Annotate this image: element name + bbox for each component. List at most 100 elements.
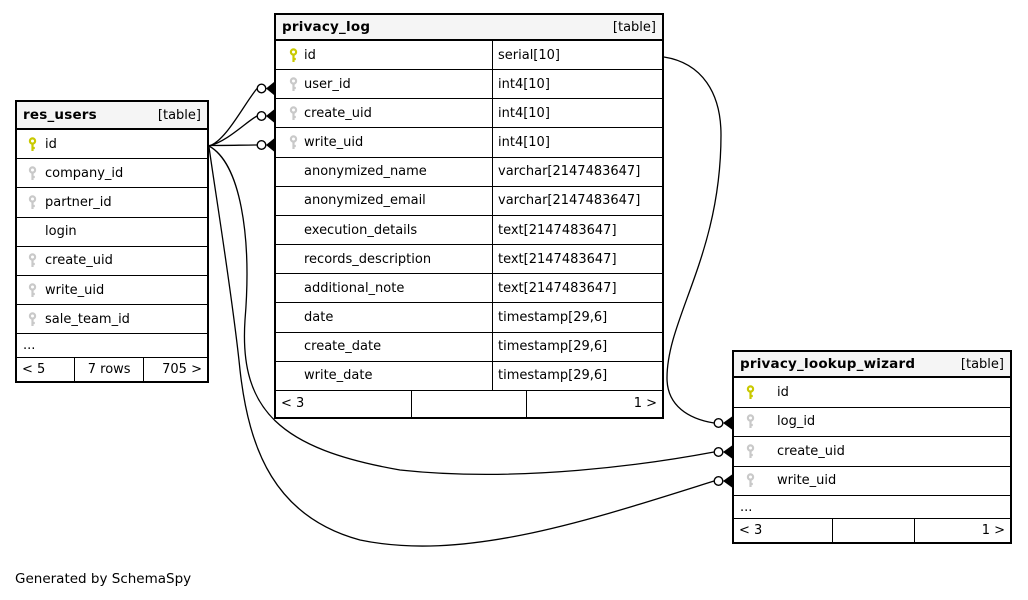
footer-middle bbox=[411, 390, 527, 417]
column-type: int4[10] bbox=[492, 128, 662, 157]
column-row: id bbox=[17, 130, 207, 160]
column-name: anonymized_name bbox=[304, 164, 427, 180]
column-name: create_uid bbox=[45, 253, 113, 269]
foreign-key-icon bbox=[289, 106, 298, 120]
crow-foot-icon bbox=[266, 82, 274, 95]
foreign-key-icon bbox=[28, 312, 37, 326]
footer-left: < 5 bbox=[22, 362, 46, 378]
key-cell bbox=[734, 467, 777, 496]
column-name: execution_details bbox=[304, 222, 418, 238]
column-type: text[2147483647] bbox=[492, 215, 662, 245]
column-name: date bbox=[304, 309, 334, 325]
foreign-key-icon bbox=[28, 195, 37, 209]
primary-key-icon bbox=[289, 47, 298, 62]
zero-or-many-circle-icon bbox=[713, 447, 724, 458]
relationship-line-resusers-userid bbox=[208, 88, 258, 147]
column-name: write_uid bbox=[304, 135, 364, 151]
table-badge: [table] bbox=[157, 107, 201, 123]
table-node-res-users[interactable]: res_users [table] id company_id partner_id… bbox=[15, 100, 209, 384]
footer-left: < 3 bbox=[281, 396, 305, 412]
foreign-key-icon bbox=[746, 444, 755, 458]
generator-caption: Generated by SchemaSpy bbox=[15, 571, 192, 587]
key-cell bbox=[17, 247, 45, 275]
column-row: id bbox=[734, 378, 1010, 408]
zero-or-many-circle-icon bbox=[256, 83, 267, 94]
key-cell bbox=[276, 216, 304, 244]
column-name: log_id bbox=[777, 414, 816, 430]
column-name: records_description bbox=[304, 251, 432, 267]
key-cell bbox=[17, 276, 45, 304]
key-cell bbox=[276, 128, 304, 156]
key-cell bbox=[276, 333, 304, 361]
ellipsis-row: ... bbox=[17, 334, 207, 358]
column-type: int4[10] bbox=[492, 99, 662, 128]
column-name: create_uid bbox=[777, 443, 845, 459]
foreign-key-icon bbox=[746, 414, 755, 429]
table-header: res_users [table] bbox=[17, 102, 207, 130]
column-type: varchar[2147483647] bbox=[492, 157, 662, 186]
key-cell bbox=[734, 437, 777, 466]
key-cell bbox=[276, 99, 304, 127]
primary-key-icon bbox=[746, 385, 755, 399]
column-type: text[2147483647] bbox=[492, 274, 662, 303]
table-name: res_users bbox=[23, 107, 97, 123]
footer-right: 1 > bbox=[981, 523, 1005, 538]
column-type: text[2147483647] bbox=[492, 245, 662, 274]
crow-foot-icon bbox=[723, 416, 732, 430]
key-cell bbox=[276, 274, 304, 302]
key-cell bbox=[734, 378, 777, 407]
footer-middle: 7 rows bbox=[74, 357, 145, 382]
column-type: timestamp[29,6] bbox=[492, 303, 662, 332]
column-row: records_description text[2147483647] bbox=[276, 245, 662, 275]
table-columns: id log_id create_uid write_uid... bbox=[734, 378, 1010, 519]
column-row: create_uid bbox=[17, 246, 207, 276]
column-name: partner_id bbox=[45, 194, 112, 210]
column-name: user_id bbox=[304, 76, 351, 92]
column-row: write_uid int4[10] bbox=[276, 128, 662, 158]
column-row: company_id bbox=[17, 159, 207, 189]
column-row: login bbox=[17, 217, 207, 247]
column-row: execution_details text[2147483647] bbox=[276, 215, 662, 246]
foreign-key-icon bbox=[289, 135, 298, 150]
table-badge: [table] bbox=[960, 356, 1004, 372]
ellipsis-text: ... bbox=[740, 499, 753, 515]
column-row: partner_id bbox=[17, 188, 207, 218]
key-cell bbox=[17, 188, 45, 216]
column-name: write_uid bbox=[45, 282, 105, 298]
key-cell bbox=[276, 245, 304, 273]
crow-foot-icon bbox=[723, 474, 732, 488]
column-name: id bbox=[304, 47, 316, 63]
column-type: varchar[2147483647] bbox=[492, 186, 662, 215]
table-header: privacy_lookup_wizard [table] bbox=[734, 352, 1010, 378]
column-name: id bbox=[45, 136, 57, 152]
key-cell bbox=[276, 303, 304, 331]
crow-foot-icon bbox=[266, 138, 274, 152]
zero-or-many-circle-icon bbox=[256, 139, 267, 150]
column-name: write_date bbox=[304, 368, 373, 384]
ellipsis-text: ... bbox=[23, 338, 36, 354]
column-row: write_uid bbox=[734, 466, 1010, 496]
ellipsis-row: ... bbox=[734, 496, 1010, 519]
relationship-line-resusers-createuid bbox=[208, 115, 258, 147]
column-name: sale_team_id bbox=[45, 311, 130, 327]
table-name: privacy_lookup_wizard bbox=[740, 356, 916, 372]
column-name: id bbox=[777, 384, 789, 400]
column-name: login bbox=[45, 224, 77, 240]
crow-foot-icon bbox=[723, 445, 732, 459]
column-row: date timestamp[29,6] bbox=[276, 303, 662, 333]
zero-or-many-circle-icon bbox=[713, 476, 724, 487]
key-cell bbox=[17, 159, 45, 187]
foreign-key-icon bbox=[28, 282, 37, 297]
